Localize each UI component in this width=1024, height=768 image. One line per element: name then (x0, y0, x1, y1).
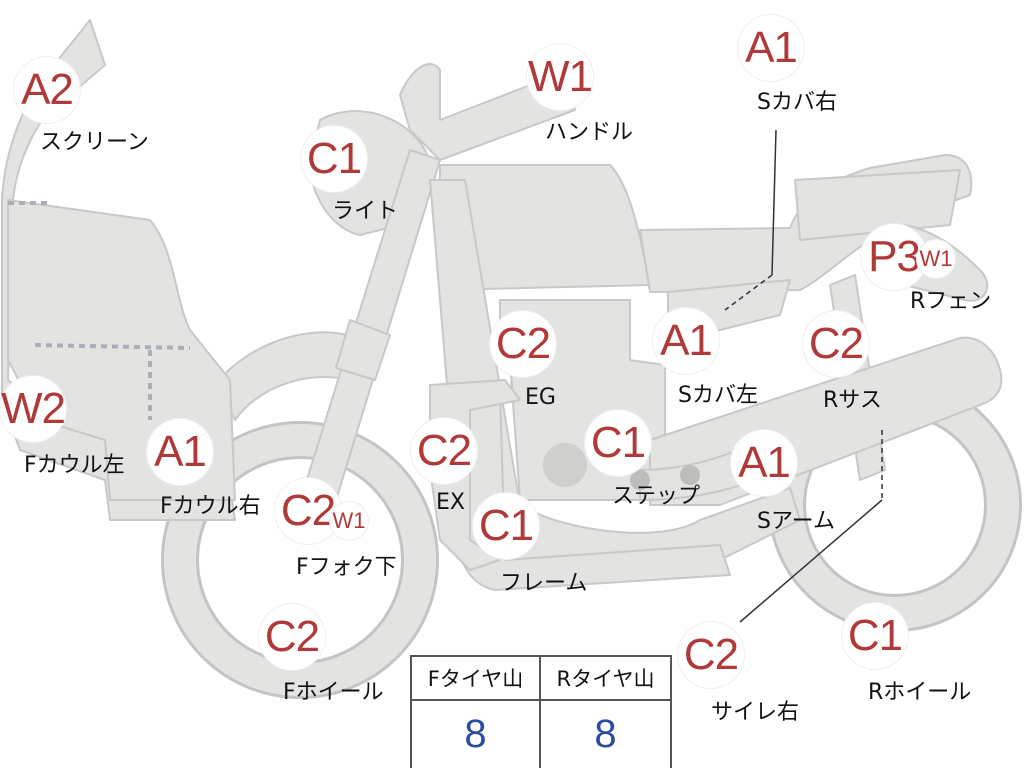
label-r-sus: Rサス (823, 388, 882, 413)
label-s-arm: Sアーム (757, 509, 835, 534)
grade-badge-s-arm: A1 (731, 430, 797, 496)
tire-tread-table: Fタイヤ山 Rタイヤ山 8 8 (410, 655, 672, 768)
label-screen: スクリーン (40, 130, 149, 155)
front-tire-tread-value: 8 (412, 701, 541, 768)
label-ex: EX (436, 490, 465, 515)
grade-badge-f-fork-lower: C2 (275, 478, 341, 544)
label-r-wheel: Rホイール (868, 680, 972, 705)
grade-badge-f-wheel: C2 (259, 604, 325, 670)
grade-badge-f-cowl-left: W2 (0, 376, 66, 442)
grade-badge-s-cover-right: A1 (738, 15, 804, 81)
grade-badge-step: C1 (585, 410, 651, 476)
label-silencer-right: サイレ右 (711, 700, 800, 725)
step-peg (630, 470, 650, 490)
grade-badge-frame: C1 (473, 493, 539, 559)
label-f-wheel: Fホイール (283, 680, 384, 705)
grade-badge-light: C1 (301, 126, 367, 192)
engine-cover (543, 443, 587, 487)
grade-badge-screen: A2 (14, 57, 80, 123)
label-eg: EG (525, 385, 556, 410)
label-f-fork-lower: Fフォク下 (296, 555, 397, 580)
label-s-cover-right: Sカバ右 (757, 90, 837, 115)
grade-badge-s-cover-left: A1 (653, 308, 719, 374)
grade-badge-handle: W1 (527, 44, 593, 110)
label-r-fender: Rフェン (910, 289, 992, 314)
grade-badge-ex: C2 (411, 418, 477, 484)
grade-badge-r-fender: P3 (861, 224, 927, 290)
grade-badge-r-sus: C2 (803, 311, 869, 377)
grade-badge-f-cowl-right: A1 (147, 419, 213, 485)
rear-tire-tread-header: Rタイヤ山 (541, 657, 670, 701)
label-step: ステップ (612, 484, 701, 509)
grade-badge-f-fork-lower-2: W1 (330, 502, 368, 540)
front-tire-tread-header: Fタイヤ山 (412, 657, 541, 701)
label-f-cowl-right: Fカウル右 (160, 494, 261, 519)
grade-badge-eg: C2 (490, 311, 556, 377)
grade-badge-r-wheel: C1 (842, 603, 908, 669)
grade-badge-r-fender-2: W1 (917, 240, 955, 278)
rear-tire-tread-value: 8 (594, 712, 617, 756)
label-handle: ハンドル (545, 120, 634, 145)
label-f-cowl-left: Fカウル左 (24, 453, 125, 478)
label-frame: フレーム (500, 571, 588, 596)
grade-badge-silencer-right: C2 (678, 622, 744, 688)
label-light: ライト (332, 199, 399, 224)
label-s-cover-left: Sカバ左 (678, 383, 758, 408)
